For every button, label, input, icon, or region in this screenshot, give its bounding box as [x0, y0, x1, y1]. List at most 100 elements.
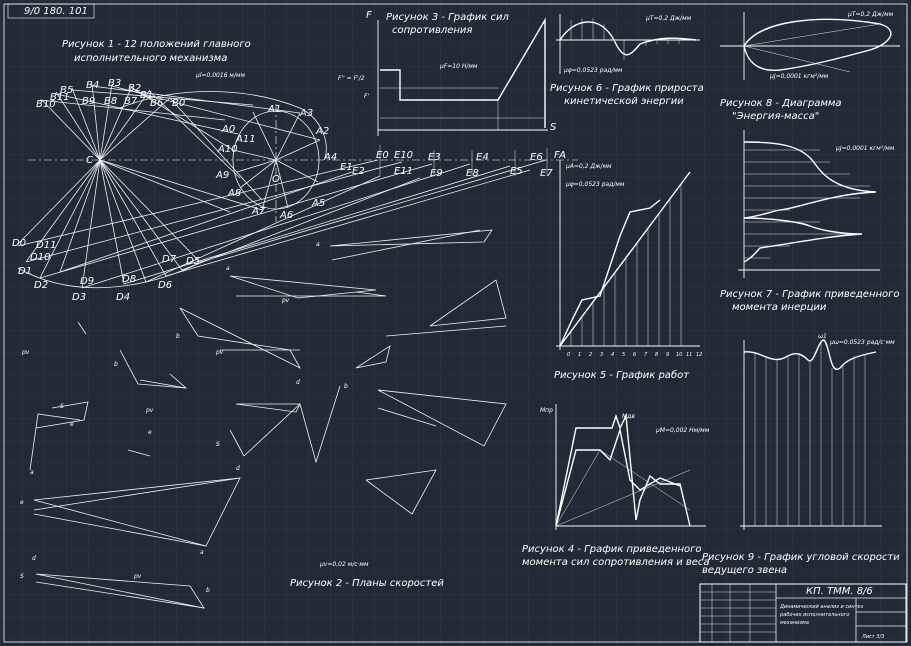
e-point-label: E6	[530, 152, 543, 163]
velocity-plan-polygons	[29, 229, 507, 609]
fig3-f-label: F'' = F'/2	[338, 75, 365, 82]
fig9-caption-line1: Рисунок 9 - График угловой скорости	[702, 552, 900, 563]
d-point-label: D2	[34, 280, 48, 291]
figure-4-reduced-moment: Рисунок 4 - График приведенного момента …	[522, 404, 710, 568]
phi-tick: 1	[578, 352, 581, 358]
fig5-scale1: μA=0,2 Дж/мм	[565, 163, 612, 170]
slider-force-label: FA	[554, 150, 566, 161]
fig6-scale1: μT=0,2 Дж/мм	[645, 15, 692, 22]
d-point-label: D7	[162, 254, 177, 265]
phi-tick: 12	[696, 352, 702, 358]
fig8-scale1: μT=0,2 Дж/мм	[847, 11, 894, 18]
phi-tick: 3	[600, 352, 603, 358]
vplan-label-b: b	[114, 361, 118, 368]
vplan-label-s: S	[216, 441, 220, 448]
d-point-label: D3	[72, 292, 86, 303]
vplan-label-p: pv	[215, 349, 224, 356]
vplan-label-p: pv	[21, 349, 30, 356]
rocker-lines-lower	[17, 159, 547, 289]
vplan-label-b: b	[344, 383, 348, 390]
fig3-axis-s: S	[550, 122, 557, 133]
fig4-label-m: Mпр	[540, 407, 553, 414]
slot-curve	[119, 91, 327, 159]
vplan-label-e: e	[70, 421, 74, 428]
d-point-label: D9	[80, 276, 94, 287]
fig9-mark: ω1	[818, 333, 827, 340]
vplan-label-b: b	[176, 333, 180, 340]
vplan-label-a: a	[200, 549, 204, 556]
fig1-caption-line1: Рисунок 1 - 12 положений главного	[62, 39, 251, 50]
d-point-label: D6	[158, 280, 172, 291]
vplan-label-p: pv	[133, 573, 142, 580]
fig1-scale: μl=0,0016 м/мм	[195, 72, 245, 79]
title-block-sheet: Лист 3/3	[861, 634, 884, 640]
e-point-label: E7	[540, 168, 553, 179]
fig5-caption: Рисунок 5 - График работ	[554, 369, 690, 381]
fig6-scale2: μφ=0,0523 рад/мм	[563, 67, 623, 74]
b-point-label: B0	[172, 98, 185, 109]
phi-tick: 8	[655, 352, 658, 358]
fig8-scale2: μJ=0,0001 кгм²/мм	[769, 73, 829, 80]
e-point-label: E4	[476, 152, 489, 163]
e-point-label: E2	[352, 166, 365, 177]
phi-tick: 2	[589, 352, 592, 358]
vplan-label-s: S	[20, 573, 24, 580]
fig2-scale: μv=0,02 м/с·мм	[319, 561, 369, 568]
phi-tick: 10	[676, 352, 682, 358]
vplan-label-a: a	[316, 241, 320, 248]
fig7-caption-line1: Рисунок 7 - График приведенного	[720, 289, 900, 300]
e-point-label: E11	[394, 166, 413, 177]
phi-tick: 9	[666, 352, 669, 358]
b-point-label: B4	[86, 80, 99, 91]
crank-radii	[232, 111, 321, 211]
vplan-label-a: a	[226, 265, 230, 272]
a-point-label: A8	[227, 188, 241, 199]
b-point-label: B9	[82, 96, 95, 107]
b-point-label: B6	[150, 98, 163, 109]
e-point-label: E0	[376, 150, 389, 161]
fig6-caption-line2: кинетической энергии	[564, 96, 684, 107]
vplan-label-e: e	[148, 429, 152, 436]
fig4-caption-line1: Рисунок 4 - График приведенного	[522, 544, 702, 555]
slider-points	[379, 145, 548, 176]
d-point-label: D0	[12, 238, 26, 249]
e-point-label: E8	[466, 168, 479, 179]
phi-tick: 4	[611, 352, 614, 358]
vplan-label-d: d	[296, 379, 300, 386]
fig3-axis-f: F	[366, 10, 372, 21]
b-point-label: B2	[128, 83, 141, 94]
b-point-label: B5	[60, 85, 73, 96]
b-point-label: B10	[36, 99, 56, 110]
fig7-caption-line2: момента инерции	[732, 302, 827, 313]
fig9-caption-line2: ведущего звена	[702, 565, 787, 576]
phi-tick: 6	[633, 352, 636, 358]
e-point-label: E3	[428, 152, 441, 163]
vplan-label-d: d	[236, 465, 240, 472]
d-point-label: D11	[36, 240, 56, 251]
fig4-label-mdv: Mдв	[622, 413, 635, 420]
e-point-label: E10	[394, 150, 413, 161]
b-point-label: B8	[104, 96, 117, 107]
figure-5-work: Рисунок 5 - График работ μA=0,2 Дж/мм μφ…	[554, 160, 700, 381]
a-point-label: A4	[323, 152, 337, 163]
vplan-label-p: pv	[145, 407, 154, 414]
a-point-label: A7	[251, 206, 266, 217]
vplan-label-s: S	[60, 403, 64, 410]
vplan-label-p: pv	[281, 297, 290, 304]
figure-1-mechanism: Рисунок 1 - 12 положений главного исполн…	[12, 39, 578, 303]
phi-tick: 11	[686, 352, 692, 358]
fig9-ordinates	[754, 342, 866, 526]
figure-6-kinetic-energy: Рисунок 6 - График прироста кинетической…	[550, 14, 704, 107]
d-point-label: D10	[30, 252, 50, 263]
rocker-lines-upper	[39, 83, 321, 201]
figure-9-angular-velocity: Рисунок 9 - График угловой скорости веду…	[702, 333, 900, 576]
vplan-label-d: d	[32, 555, 36, 562]
a-point-label: A10	[217, 144, 238, 155]
fig6-ordinates	[570, 18, 680, 60]
d-point-label: D4	[116, 292, 130, 303]
fig7-hlines	[744, 149, 870, 259]
figure-2-velocity-plans: Рисунок 2 - Планы скоростей μv=0,02 м/с·…	[20, 229, 507, 609]
e-point-label: E1	[340, 162, 353, 173]
fig5-scale2: μφ=0,0523 рад/мм	[565, 181, 625, 188]
